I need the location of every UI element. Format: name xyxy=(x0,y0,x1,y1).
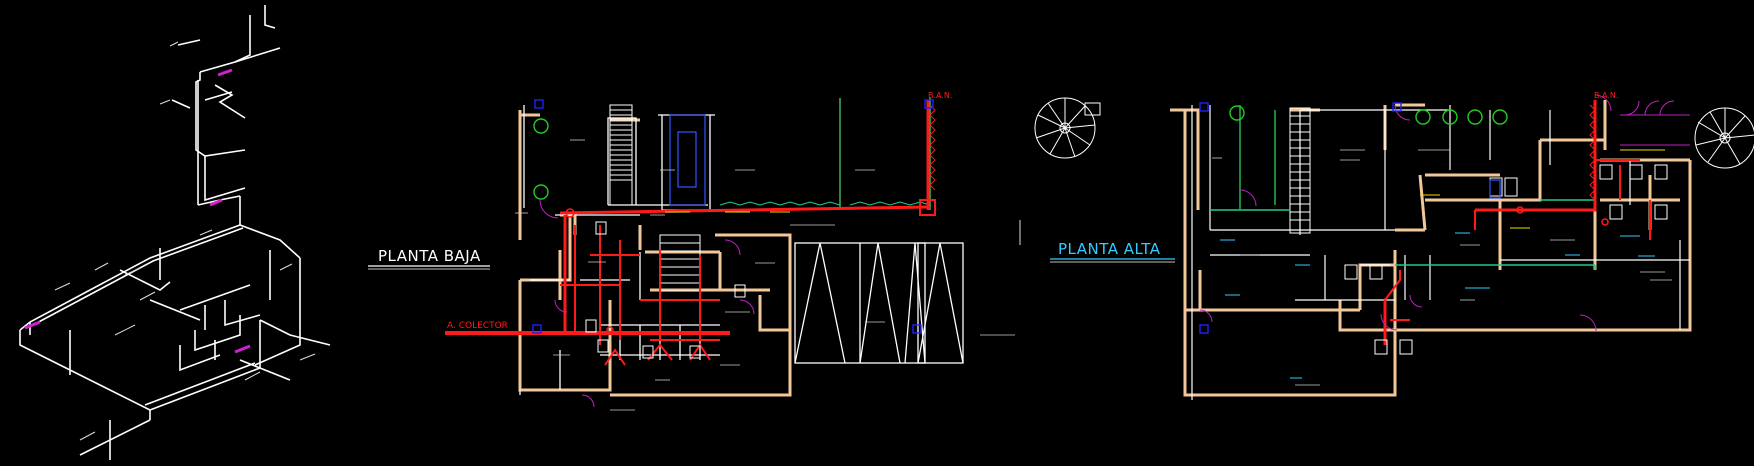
ground-floor-trees xyxy=(533,118,549,200)
spiral-stair-right xyxy=(1694,107,1754,169)
spiral-stair-left xyxy=(1034,97,1101,159)
upper-floor-sewer xyxy=(1383,100,1651,345)
upper-floor-stairs xyxy=(1289,107,1311,234)
planta-baja-title-group: PLANTA BAJA xyxy=(368,247,490,270)
colector-label: A. COLECTOR xyxy=(447,321,508,331)
isometric-annotations xyxy=(54,41,316,441)
parking-outlines xyxy=(794,242,964,364)
isometric-fittings xyxy=(24,68,251,354)
upper-floor-plan: B.A.N. xyxy=(1170,91,1692,400)
planta-baja-title: PLANTA BAJA xyxy=(378,247,481,265)
planta-alta-title-group: PLANTA ALTA xyxy=(1050,240,1175,263)
ban-label-ground: B.A.N. xyxy=(928,91,952,100)
ground-floor-sewer xyxy=(445,100,936,366)
upper-floor-trees xyxy=(1229,105,1508,125)
ground-floor-stairs xyxy=(609,104,701,301)
ground-floor-plan: A. COLECTOR B.A.N. xyxy=(445,91,1021,411)
ban-label-upper: B.A.N. xyxy=(1594,91,1618,100)
isometric-sewer-diagram xyxy=(19,5,331,460)
planta-alta-title: PLANTA ALTA xyxy=(1058,240,1161,258)
